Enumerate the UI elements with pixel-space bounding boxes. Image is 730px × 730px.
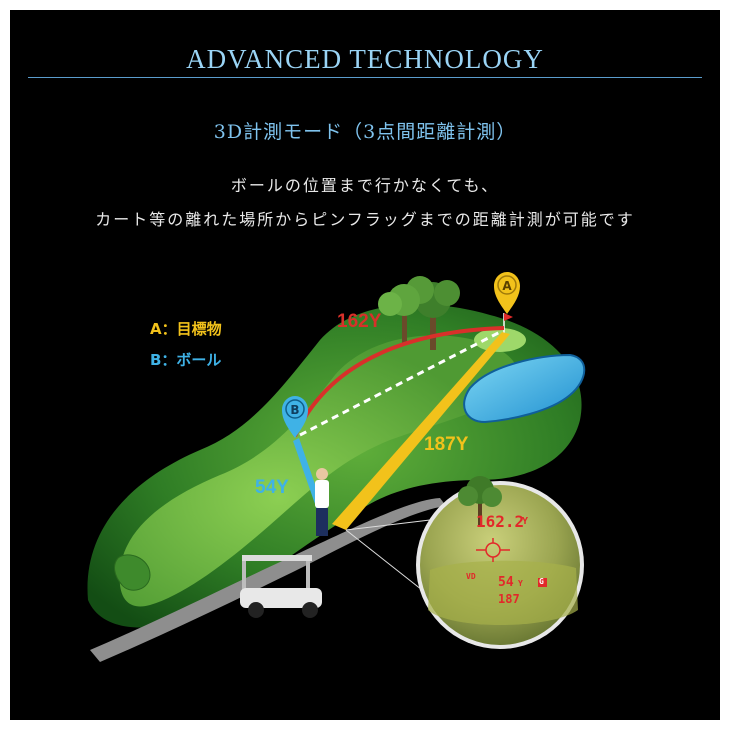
rf-vd-label: VD: [466, 572, 476, 581]
description-line-1: ボールの位置まで行かなくても、: [230, 176, 500, 195]
marker-b-pin: B: [282, 396, 308, 438]
ball-to-target-line: [299, 330, 501, 437]
distance-label-red: 162Y: [337, 311, 382, 332]
rf-angle-readout: 54: [498, 575, 514, 590]
distance-label-yellow: 187Y: [424, 434, 469, 455]
rf-bottom-readout: 187: [498, 592, 520, 606]
rf-g-indicator: G: [539, 577, 544, 586]
bunker: [114, 554, 151, 591]
marker-b-label: B: [290, 403, 299, 417]
section-subtitle: 3D計測モード（3点間距離計測）: [213, 121, 517, 143]
flag: [504, 313, 513, 321]
distance-label-blue: 54Y: [255, 477, 289, 498]
legend-target: A：目標物: [150, 320, 222, 338]
tree-group: [378, 276, 460, 350]
golf-cart: [240, 555, 322, 618]
marker-a-label: A: [502, 279, 512, 293]
yellow-distance-beam: [332, 332, 510, 530]
golf-course-illustration: B A: [87, 272, 586, 662]
rf-main-unit: Y: [522, 516, 529, 527]
page-title: ADVANCED TECHNOLOGY: [186, 44, 544, 74]
marker-a-pin: A: [494, 272, 520, 314]
water-hazard: [463, 353, 586, 424]
legend-ball: B：ボール: [150, 351, 222, 369]
rf-angle-unit: Y: [518, 579, 523, 588]
description-line-2: カート等の離れた場所からピンフラッグまでの距離計測が可能です: [95, 210, 635, 229]
golfer-figure: [315, 468, 329, 536]
rangefinder-view: [416, 476, 584, 649]
feature-panel: ADVANCED TECHNOLOGY 3D計測モード（3点間距離計測） ボール…: [10, 10, 720, 720]
rf-main-readout: 162.2: [476, 512, 525, 531]
title-divider: [28, 77, 702, 78]
